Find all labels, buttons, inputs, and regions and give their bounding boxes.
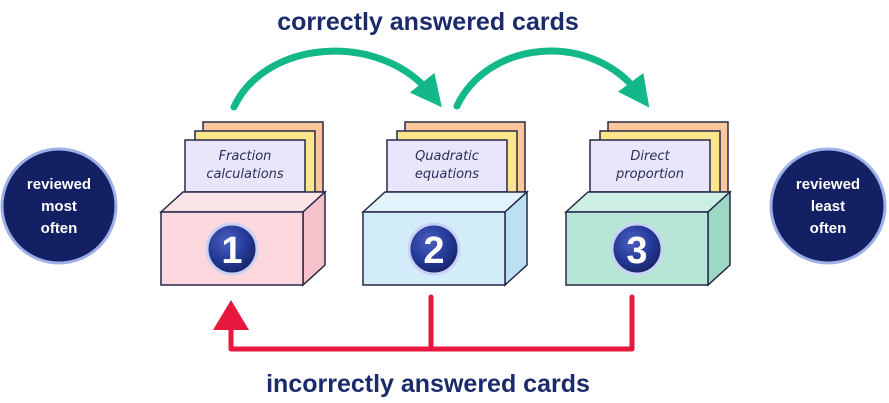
box-1: Fraction calculations 1: [159, 121, 327, 287]
reviewed-most-often-badge: reviewed most often: [0, 147, 118, 265]
card-fraction-calculations: [184, 139, 306, 193]
badge-left-line-2: most: [41, 198, 77, 215]
green-arrow-2-to-3: [453, 47, 650, 110]
badge-left-line-3: often: [41, 220, 78, 237]
card-1-line-2: calculations: [206, 167, 284, 182]
number-badge-3: [610, 222, 664, 276]
badge-right-line-3: often: [810, 220, 847, 237]
card-direct-proportion: [589, 139, 711, 193]
box-2: Quadratic equations 2: [361, 121, 529, 287]
incorrectly-answered-label: incorrectly answered cards: [266, 370, 590, 398]
box-3-number: 3: [626, 230, 647, 272]
box-3: Direct proportion 3: [564, 121, 732, 287]
card-3-line-2: proportion: [615, 167, 684, 182]
card-3-line-1: Direct: [630, 149, 670, 164]
badge-right-line-2: least: [811, 198, 845, 215]
green-arrow-1-to-2: [230, 47, 442, 111]
card-1-line-1: Fraction: [219, 149, 272, 164]
badge-left-line-1: reviewed: [27, 176, 91, 193]
card-2-line-2: equations: [415, 167, 479, 182]
card-quadratic-equations: [386, 139, 508, 193]
red-return-arrow: [213, 294, 635, 352]
number-badge-2: [407, 222, 461, 276]
number-badge-1: [205, 222, 259, 276]
box-2-number: 2: [423, 230, 444, 272]
box-1-number: 1: [221, 230, 242, 272]
correctly-answered-label: correctly answered cards: [277, 8, 579, 36]
card-2-line-1: Quadratic: [415, 149, 479, 164]
badge-right-line-1: reviewed: [796, 176, 860, 193]
reviewed-least-often-badge: reviewed least often: [769, 147, 887, 265]
